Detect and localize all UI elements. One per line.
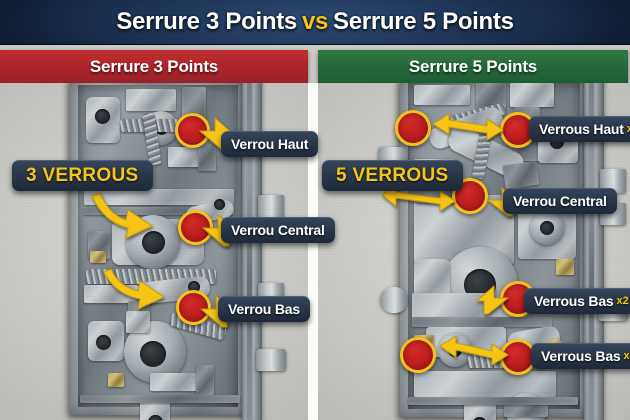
label-verrou-bas: Verrou Bas bbox=[218, 296, 310, 322]
bolt-low-left-panel bbox=[256, 349, 286, 371]
faceplate-groove-right bbox=[589, 83, 594, 420]
arrow-left-lower-curve bbox=[103, 268, 166, 310]
arrow-right-badge-to-central bbox=[381, 182, 456, 212]
panel-divider bbox=[308, 83, 318, 420]
arrow-right-haut-double bbox=[432, 113, 504, 141]
mech-part-l13 bbox=[150, 373, 206, 391]
mech-rail-l1 bbox=[84, 189, 234, 205]
mech-part-r3 bbox=[510, 83, 554, 107]
mech-hole-l1 bbox=[95, 109, 110, 124]
label-verrous-haut-x2: Verrous Haut x2 bbox=[529, 116, 630, 142]
label-verrou-bas-text: Verrou Bas bbox=[228, 301, 300, 317]
label-verrous-bas-x2-upper: Verrous Bas x2 bbox=[524, 288, 630, 314]
mech-keyway-left bbox=[142, 231, 165, 254]
label-verrous-haut-suffix: x2 bbox=[626, 123, 630, 135]
label-verrou-central-right-text: Verrou Central bbox=[513, 193, 607, 209]
mech-part-l2 bbox=[126, 89, 176, 111]
lock-bottom-rail-left bbox=[80, 395, 240, 403]
arrow-right-bas-double bbox=[439, 335, 509, 366]
title-vs-text: vs bbox=[301, 8, 329, 35]
mech-hole-l3 bbox=[214, 199, 225, 210]
label-verrous-bas-lower-text: Verrous Bas bbox=[541, 348, 621, 364]
mech-part-l11 bbox=[126, 311, 150, 333]
mech-hole-r2 bbox=[540, 221, 554, 235]
label-verrous-bas-x2-lower: Verrous Bas x2 bbox=[531, 343, 630, 369]
mech-keyway-left-bottom bbox=[140, 341, 166, 367]
label-verrou-haut: Verrou Haut bbox=[221, 131, 319, 157]
label-verrou-central-right: Verrou Central bbox=[503, 188, 617, 214]
mech-part-l7 bbox=[90, 251, 106, 263]
bolt-top-left-panel bbox=[258, 195, 284, 221]
arrow-right-bas-upper bbox=[475, 284, 510, 315]
badge-3-verrous-label: 3 VERROUS bbox=[26, 164, 139, 186]
label-verrou-haut-text: Verrou Haut bbox=[231, 136, 309, 152]
arrow-left-badge-curve bbox=[91, 192, 154, 239]
label-verrous-bas-lower-suffix: x2 bbox=[623, 350, 630, 362]
mech-part-r10 bbox=[556, 259, 574, 275]
label-verrou-central-left: Verrou Central bbox=[221, 217, 335, 243]
mech-rail-r3 bbox=[414, 371, 556, 397]
mech-rail-l2 bbox=[84, 207, 234, 215]
label-verrous-bas-upper-text: Verrous Bas bbox=[534, 293, 614, 309]
lock-bottom-tab-left bbox=[140, 399, 170, 420]
marker-right-haut-1[interactable] bbox=[395, 110, 431, 146]
marker-left-bas[interactable] bbox=[176, 290, 211, 325]
badge-3-verrous: 3 VERROUS bbox=[12, 160, 153, 191]
marker-right-bas-2[interactable] bbox=[400, 337, 436, 373]
mech-part-l12 bbox=[108, 373, 124, 387]
panel-header-right: Serrure 5 Points bbox=[318, 50, 628, 83]
label-verrous-haut-text: Verrous Haut bbox=[539, 121, 624, 137]
badge-5-verrous-label: 5 VERROUS bbox=[336, 164, 449, 186]
mech-part-l14 bbox=[196, 365, 214, 395]
badge-5-verrous: 5 VERROUS bbox=[322, 160, 463, 191]
lock-bottom-rail-right bbox=[408, 397, 578, 405]
lock-bottom-cyl-band-right bbox=[504, 405, 548, 417]
label-verrou-central-left-text: Verrou Central bbox=[231, 222, 325, 238]
lock-bottom-tab-hole-left bbox=[148, 415, 163, 420]
mech-hole-l5 bbox=[96, 335, 111, 350]
label-verrous-bas-upper-suffix: x2 bbox=[616, 295, 629, 307]
faceplate-groove-left bbox=[247, 83, 252, 420]
title-left-text: Serrure 3 Points bbox=[116, 8, 297, 35]
panel-header-left-label: Serrure 3 Points bbox=[89, 56, 219, 76]
panel-header-right-label: Serrure 5 Points bbox=[408, 56, 538, 76]
title-right-text: Serrure 5 Points bbox=[333, 8, 514, 35]
mech-part-r1 bbox=[414, 85, 470, 105]
lock-bottom-tab-right bbox=[464, 401, 496, 420]
panel-header-left: Serrure 3 Points bbox=[0, 50, 308, 83]
mech-rail-r2 bbox=[412, 317, 552, 327]
lock-bottom-tab-hole-right bbox=[472, 417, 487, 420]
bolt-left-side-r2 bbox=[380, 287, 408, 313]
